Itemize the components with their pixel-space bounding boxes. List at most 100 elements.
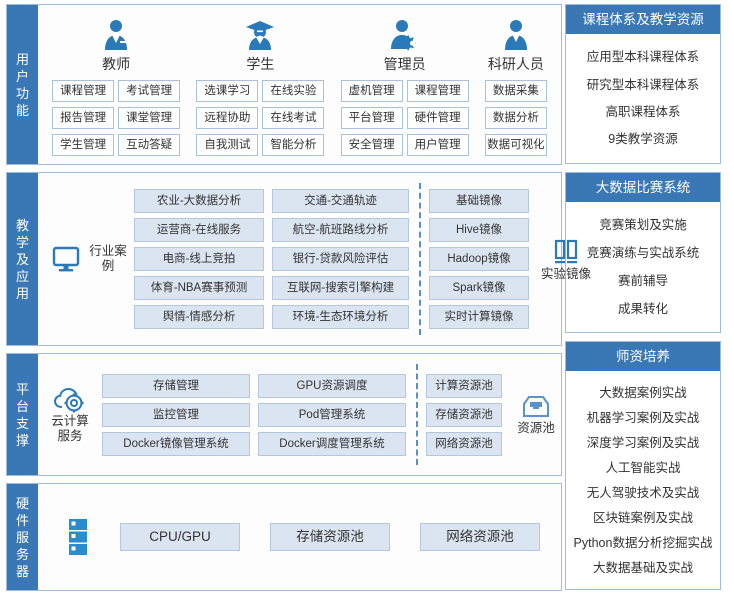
panel-list-item[interactable]: 赛前辅导 xyxy=(617,273,668,288)
lab-image-tile[interactable]: Hive镜像 xyxy=(429,218,529,243)
resource-pool-icon xyxy=(514,393,558,421)
case-tile[interactable]: 舆情-情感分析 xyxy=(134,305,264,330)
panel-list-item[interactable]: 人工智能实战 xyxy=(605,460,681,475)
case-tile[interactable]: 农业-大数据分析 xyxy=(134,189,264,214)
function-button[interactable]: 在线考试 xyxy=(262,107,325,130)
function-button[interactable]: 课堂管理 xyxy=(118,107,181,130)
function-button[interactable]: 远程协助 xyxy=(196,107,259,130)
panel-list-item[interactable]: 9类教学资源 xyxy=(608,132,678,147)
function-button[interactable]: 数据采集 xyxy=(484,80,547,103)
monitor-icon xyxy=(44,244,88,274)
function-button[interactable]: 课程管理 xyxy=(406,80,469,103)
researcher-icon xyxy=(502,17,530,51)
panel-bigdata-competition: 大数据比赛系统 竞赛策划及实施 竞赛演练与实战系统 赛前辅导 成果转化 xyxy=(565,171,721,334)
left-column: 用户功能 教师 xyxy=(6,4,591,591)
panel-title: 课程体系及教学资源 xyxy=(566,5,720,34)
right-column: 课程体系及教学资源 应用型本科课程体系 研究型本科课程体系 高职课程体系 9类教… xyxy=(562,0,726,598)
platform-tile[interactable]: Docker镜像管理系统 xyxy=(102,431,250,456)
panel-list-item[interactable]: 高职课程体系 xyxy=(605,105,681,120)
panel-list-item[interactable]: 竞赛演练与实战系统 xyxy=(586,246,700,261)
case-tile[interactable]: 运营商-在线服务 xyxy=(134,218,264,243)
button-column: 数据采集 数据分析 数据可视化 xyxy=(484,80,547,157)
resource-pool-tile[interactable]: 存储资源池 xyxy=(426,402,502,427)
function-button[interactable]: 学生管理 xyxy=(52,134,115,157)
function-button[interactable]: 自我测试 xyxy=(196,134,259,157)
role-student[interactable]: 学生 选课学习 远程协助 自我测试 在线实验 在线考试 智能分析 xyxy=(196,17,325,157)
lab-image-tile[interactable]: Hadoop镜像 xyxy=(429,247,529,272)
panel-list-item[interactable]: 大数据案例实战 xyxy=(599,385,687,400)
student-icon xyxy=(244,17,276,51)
panel-list-item[interactable]: Python数据分析挖掘实战 xyxy=(573,535,713,550)
panel-list-item[interactable]: 区块链案例及实战 xyxy=(592,510,693,525)
section-user-functions: 用户功能 教师 xyxy=(6,4,562,166)
hardware-tile[interactable]: 存储资源池 xyxy=(270,523,390,552)
function-button[interactable]: 课程管理 xyxy=(52,80,115,103)
resource-pool-tile[interactable]: 计算资源池 xyxy=(426,373,502,398)
resource-pool-tile[interactable]: 网络资源池 xyxy=(426,431,502,456)
panel-teacher-training: 师资培养 大数据案例实战 机器学习案例及实战 深度学习案例及实战 人工智能实战 … xyxy=(565,341,721,590)
function-button[interactable]: 考试管理 xyxy=(118,80,181,103)
function-button[interactable]: 用户管理 xyxy=(406,134,469,157)
function-button[interactable]: 平台管理 xyxy=(340,107,403,130)
panel-list-item[interactable]: 成果转化 xyxy=(617,301,668,316)
platform-tile[interactable]: 监控管理 xyxy=(102,402,250,427)
section-divider xyxy=(416,364,418,466)
role-buttons: 虚机管理 平台管理 安全管理 课程管理 硬件管理 用户管理 xyxy=(340,80,469,157)
hardware-tile[interactable]: CPU/GPU xyxy=(120,523,240,552)
panel-list-item[interactable]: 应用型本科课程体系 xyxy=(586,50,700,65)
band-teaching-application: 教学及应用 xyxy=(7,173,38,346)
platform-tile[interactable]: Pod管理系统 xyxy=(258,402,406,427)
case-column: 交通-交通轨迹 航空-航班路线分析 银行-贷款风险评估 互联网-搜索引擎构建 环… xyxy=(272,189,409,330)
button-column: 选课学习 远程协助 自我测试 xyxy=(196,80,259,157)
panel-list-item[interactable]: 竞赛策划及实施 xyxy=(599,218,687,233)
function-button[interactable]: 选课学习 xyxy=(196,80,259,103)
function-button[interactable]: 数据分析 xyxy=(484,107,547,130)
lab-image-tile[interactable]: Spark镜像 xyxy=(429,276,529,301)
band-label: 教学及应用 xyxy=(15,217,29,301)
panel-body: 大数据案例实战 机器学习案例及实战 深度学习案例及实战 人工智能实战 无人驾驶技… xyxy=(566,371,720,589)
function-button[interactable]: 硬件管理 xyxy=(406,107,469,130)
function-button[interactable]: 在线实验 xyxy=(262,80,325,103)
platform-tile[interactable]: Docker调度管理系统 xyxy=(258,431,406,456)
group-label-cloud-service: 云计算服务 xyxy=(51,413,89,443)
lab-image-tile[interactable]: 基础镜像 xyxy=(429,189,529,214)
case-tile[interactable]: 电商-线上竞拍 xyxy=(134,247,264,272)
case-column: 农业-大数据分析 运营商-在线服务 电商-线上竞拍 体育-NBA赛事预测 舆情-… xyxy=(134,189,264,330)
mirror-icon xyxy=(544,237,588,267)
section-hardware-servers: 硬件服务器 CPU/GPU 存储资源池 xyxy=(6,483,562,591)
case-tile[interactable]: 航空-航班路线分析 xyxy=(272,218,409,243)
role-buttons: 课程管理 报告管理 学生管理 考试管理 课堂管理 互动答疑 xyxy=(52,80,181,157)
section-divider xyxy=(419,183,421,336)
button-column: 在线实验 在线考试 智能分析 xyxy=(262,80,325,157)
platform-tile[interactable]: GPU资源调度 xyxy=(258,373,406,398)
function-button[interactable]: 智能分析 xyxy=(262,134,325,157)
case-tile[interactable]: 银行-贷款风险评估 xyxy=(272,247,409,272)
case-tile[interactable]: 交通-交通轨迹 xyxy=(272,189,409,214)
button-column: 考试管理 课堂管理 互动答疑 xyxy=(118,80,181,157)
panel-list-item[interactable]: 研究型本科课程体系 xyxy=(586,77,700,92)
panel-body: 应用型本科课程体系 研究型本科课程体系 高职课程体系 9类教学资源 xyxy=(566,34,720,163)
function-button[interactable]: 互动答疑 xyxy=(118,134,181,157)
platform-tile[interactable]: 存储管理 xyxy=(102,373,250,398)
platform-columns: 存储管理 监控管理 Docker镜像管理系统 GPU资源调度 Pod管理系统 D… xyxy=(102,373,406,456)
lab-image-tile[interactable]: 实时计算镜像 xyxy=(429,305,529,330)
panel-course-system: 课程体系及教学资源 应用型本科课程体系 研究型本科课程体系 高职课程体系 9类教… xyxy=(565,4,721,164)
case-tile[interactable]: 环境-生态环境分析 xyxy=(272,305,409,330)
role-teacher[interactable]: 教师 课程管理 报告管理 学生管理 考试管理 课堂管理 互动答疑 xyxy=(52,17,181,157)
panel-list-item[interactable]: 无人驾驶技术及实战 xyxy=(586,485,700,500)
panel-list-item[interactable]: 深度学习案例及实战 xyxy=(586,435,700,450)
hardware-tile[interactable]: 网络资源池 xyxy=(420,523,540,552)
role-admin[interactable]: 管理员 虚机管理 平台管理 安全管理 课程管理 硬件管理 用户管理 xyxy=(340,17,469,157)
panel-title: 师资培养 xyxy=(566,342,720,372)
function-button[interactable]: 虚机管理 xyxy=(340,80,403,103)
case-tile[interactable]: 互联网-搜索引擎构建 xyxy=(272,276,409,301)
function-button[interactable]: 安全管理 xyxy=(340,134,403,157)
function-button[interactable]: 数据可视化 xyxy=(484,134,547,157)
panel-list-item[interactable]: 大数据基础及实战 xyxy=(592,560,693,575)
platform-column: 存储管理 监控管理 Docker镜像管理系统 xyxy=(102,373,250,456)
panel-list-item[interactable]: 机器学习案例及实战 xyxy=(586,410,700,425)
function-button[interactable]: 报告管理 xyxy=(52,107,115,130)
role-researcher[interactable]: 科研人员 数据采集 数据分析 数据可视化 xyxy=(484,17,547,157)
case-tile[interactable]: 体育-NBA赛事预测 xyxy=(134,276,264,301)
